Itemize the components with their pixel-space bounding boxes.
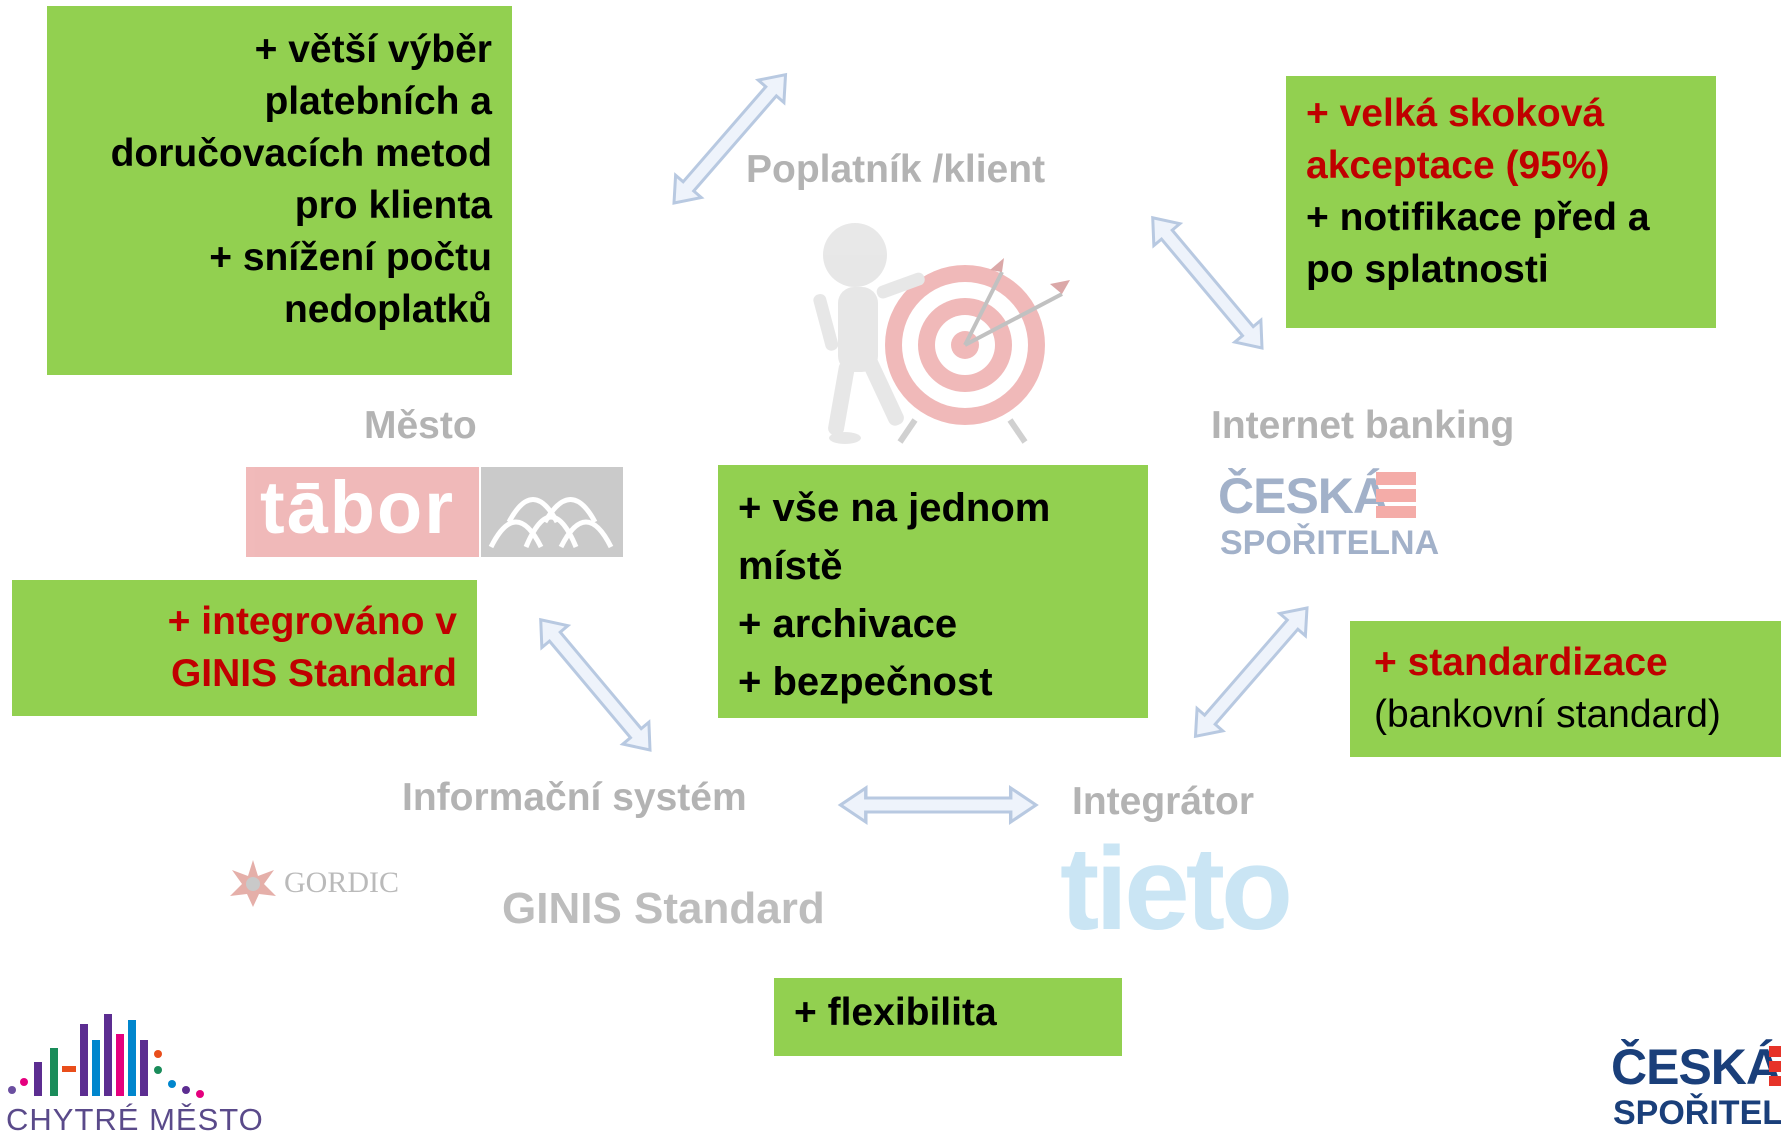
ceska-logo-mark-icon [1376, 472, 1416, 518]
arrow-infosystem-integrator [838, 786, 1038, 824]
benefit-line: místě [738, 544, 843, 588]
benefit-line: + flexibilita [794, 991, 997, 1034]
node-infosystem-label: Informační systém [402, 776, 747, 819]
benefit-box-bottom: + flexibilita [774, 978, 1122, 1056]
benefit-box-bank-top: + velká skoková akceptace (95%) + notifi… [1286, 76, 1716, 328]
benefit-box-center: + vše na jednom místě + archivace + bezp… [718, 465, 1148, 718]
benefit-line-highlight: GINIS Standard [170, 652, 457, 695]
tieto-logo: tieto [1060, 823, 1293, 955]
benefit-line: platebních a [264, 80, 492, 123]
arrow-integrator-bank [1181, 595, 1322, 749]
benefit-line: nedoplatků [283, 288, 492, 331]
ceska-sporitelna-logo-footer: ČESKÁ SPOŘITELNA [1611, 1038, 1781, 1141]
benefit-line-highlight: + velká skoková [1306, 92, 1605, 135]
tabor-logo-text: tābor [260, 466, 455, 549]
tabor-logo: tābor [246, 466, 623, 557]
ceska-footer-top: ČESKÁ [1611, 1039, 1781, 1095]
benefit-line-highlight: + integrováno v [167, 600, 457, 643]
ceska-footer-mark-icon [1769, 1046, 1781, 1086]
ceska-footer-bottom: SPOŘITELNA [1613, 1094, 1781, 1132]
target-icon [885, 265, 1045, 425]
ceska-logo-top: ČESKÁ [1218, 468, 1389, 524]
chytre-mesto-text: CHYTRÉ MĚSTO [6, 1102, 264, 1137]
benefit-line: doručovacích metod [110, 132, 492, 175]
benefit-box-integrator: + standardizace (bankovní standard) [1350, 621, 1781, 757]
chytre-mesto-bars-icon [8, 1014, 204, 1098]
benefit-line: + vše na jednom [738, 486, 1051, 530]
benefit-line: (bankovní standard) [1374, 693, 1721, 736]
gordic-text: GORDIC [284, 866, 400, 899]
tabor-hills-icon [488, 497, 614, 549]
gordic-logo: GORDIC [228, 858, 438, 908]
benefit-line: po splatnosti [1306, 248, 1549, 291]
node-integrator-label: Integrátor [1072, 780, 1255, 823]
benefit-line-highlight: + standardizace [1374, 641, 1668, 684]
node-city-label: Město [364, 404, 477, 447]
arrow-client-bank [1138, 205, 1277, 361]
benefit-line: + archivace [738, 602, 958, 646]
benefit-line: pro klienta [294, 184, 492, 227]
person-icon [813, 223, 925, 444]
benefit-box-city-bottom: + integrováno v GINIS Standard [12, 580, 477, 716]
benefit-box-city-top: + větší výběr platebních a doručovacích … [47, 6, 512, 375]
benefit-line: + bezpečnost [738, 660, 993, 704]
benefit-line: + snížení počtu [209, 236, 492, 279]
node-bank-label: Internet banking [1211, 404, 1515, 447]
benefit-line-highlight: akceptace (95%) [1306, 144, 1610, 187]
node-client-label: Poplatník /klient [746, 148, 1046, 191]
chytre-mesto-logo: CHYTRÉ MĚSTO [0, 1010, 263, 1141]
ginis-logo: GINIS Standard [502, 884, 825, 933]
ceska-logo-bottom: SPOŘITELNA [1220, 524, 1440, 562]
benefit-line: + větší výběr [254, 28, 492, 71]
gordic-star-icon [230, 860, 276, 907]
arrow-city-infosystem [526, 607, 665, 763]
benefit-line: + notifikace před a [1306, 196, 1650, 239]
ceska-sporitelna-logo: ČESKÁ SPOŘITELNA [1218, 462, 1448, 572]
